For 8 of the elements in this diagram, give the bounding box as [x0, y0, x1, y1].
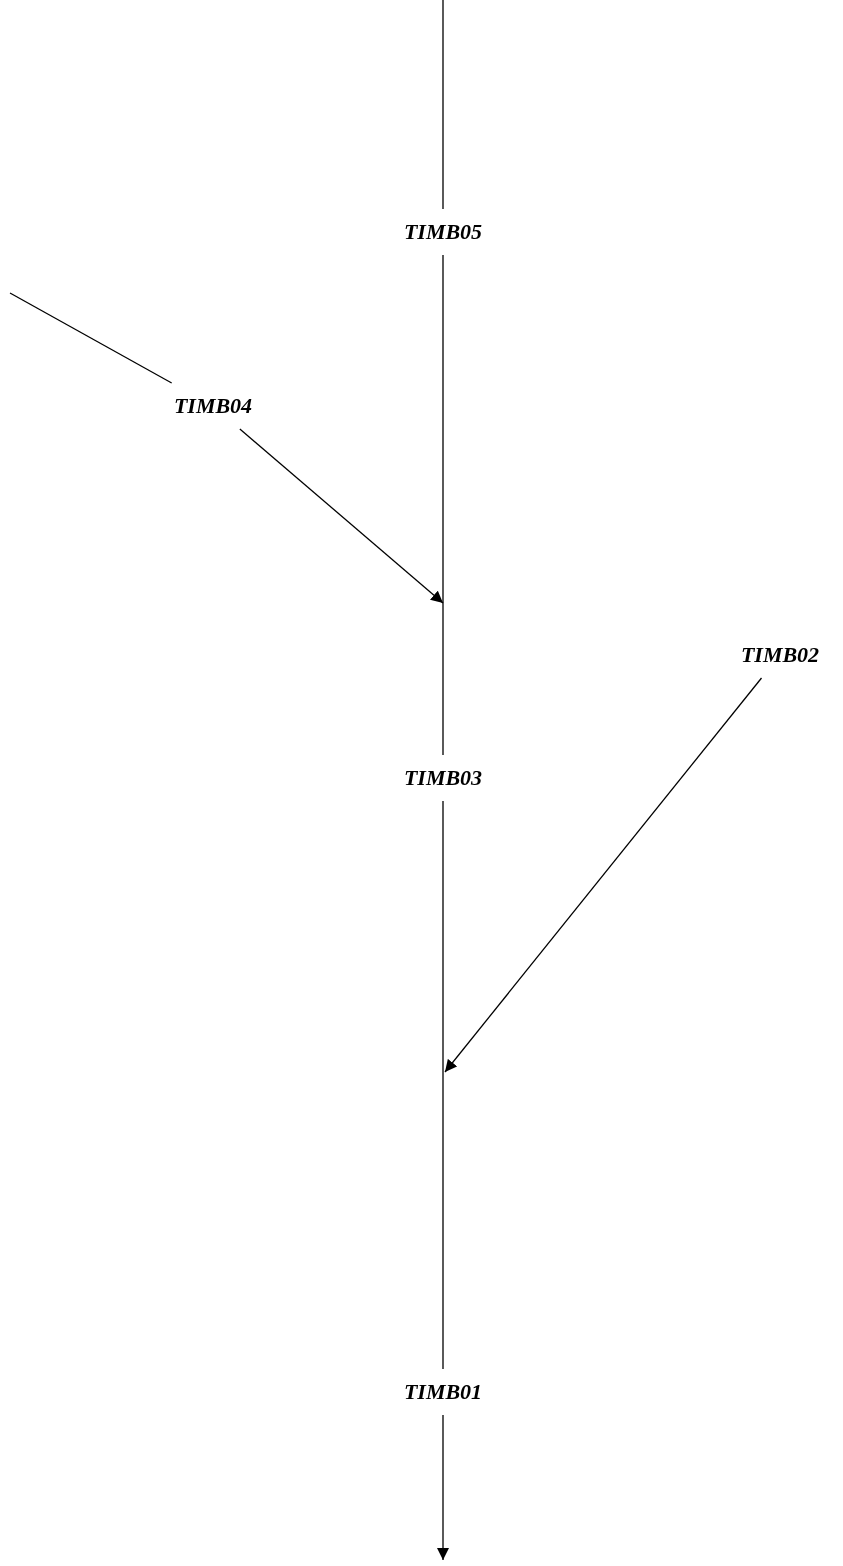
station-label: TIMB02	[740, 642, 820, 668]
station-label: TIMB05	[403, 219, 483, 245]
arrow	[444, 677, 763, 1073]
station-label: TIMB04	[173, 393, 253, 419]
station-label: TIMB03	[403, 765, 483, 791]
arrow	[437, 1414, 449, 1561]
arrow	[239, 428, 444, 604]
station-label: TIMB01	[403, 1379, 483, 1405]
